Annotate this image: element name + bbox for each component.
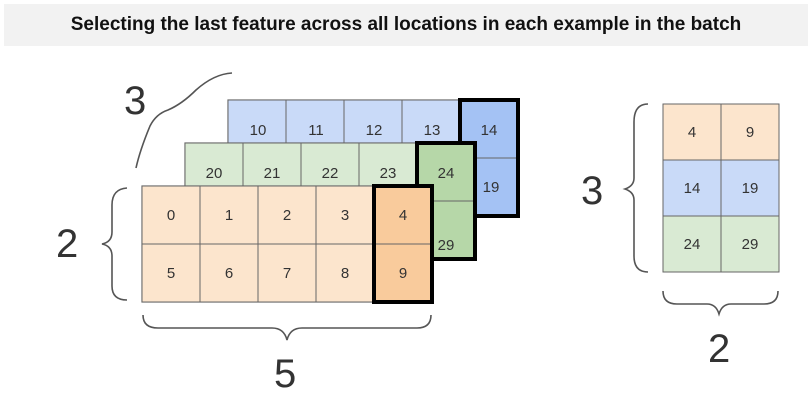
result-cell-value: 24 xyxy=(684,236,701,253)
tensor-cell-value: 24 xyxy=(438,165,455,182)
tensor-cell-value: 5 xyxy=(167,265,175,282)
tensor-cell-value: 3 xyxy=(341,207,349,224)
tensor-cell-value: 23 xyxy=(380,165,397,182)
result-rows-brace xyxy=(622,103,649,273)
tensor-cell-value: 22 xyxy=(322,165,339,182)
result-rows-label: 3 xyxy=(581,169,603,213)
result-cell-value: 29 xyxy=(742,236,759,253)
rows-label: 2 xyxy=(56,222,78,266)
tensor-cell-value: 11 xyxy=(308,122,324,139)
result-matrix: 4 9 14 19 24 29 xyxy=(662,103,780,273)
result-cell xyxy=(720,215,780,273)
tensor-cell-value: 7 xyxy=(283,265,291,282)
result-cell xyxy=(720,103,780,161)
tensor-layer-orange: 0 1 2 3 4 5 6 7 8 9 xyxy=(141,184,434,304)
tensor-cell-value: 29 xyxy=(438,237,455,254)
tensor-cell-value: 13 xyxy=(424,122,441,139)
tensor-cell-value: 9 xyxy=(399,265,407,282)
tensor-cell-value: 0 xyxy=(167,207,175,224)
depth-label: 3 xyxy=(124,79,146,123)
tensor-cell-value: 6 xyxy=(225,265,233,282)
cols-brace xyxy=(142,314,432,341)
tensor-cell-value: 21 xyxy=(264,165,281,182)
tensor-cell-value: 12 xyxy=(366,122,383,139)
tensor-cell xyxy=(257,243,317,303)
tensor-cell-value: 1 xyxy=(225,207,233,224)
result-cols-brace xyxy=(662,290,779,317)
result-cols-label: 2 xyxy=(708,327,730,371)
tensor-cell-value: 4 xyxy=(399,207,407,224)
tensor-cell-value: 20 xyxy=(206,165,223,182)
result-cell-value: 19 xyxy=(742,180,759,197)
tensor-cell-value: 14 xyxy=(481,122,498,139)
result-cell-value: 14 xyxy=(684,180,701,197)
tensor-cell-value: 19 xyxy=(483,179,500,196)
result-cell-value: 9 xyxy=(746,124,754,141)
result-cell xyxy=(662,215,722,273)
depth-brace xyxy=(135,72,233,169)
tensor-cell xyxy=(257,185,317,245)
title-bar: Selecting the last feature across all lo… xyxy=(4,4,808,46)
diagram-title: Selecting the last feature across all lo… xyxy=(70,14,742,35)
result-cell-value: 4 xyxy=(688,124,696,141)
cols-label: 5 xyxy=(274,352,296,396)
tensor-cell-value: 8 xyxy=(341,265,349,282)
tensor-cell xyxy=(199,185,259,245)
tensor-cell xyxy=(141,185,201,245)
tensor-cell-value: 2 xyxy=(283,207,291,224)
result-cell xyxy=(662,103,722,161)
rows-brace xyxy=(101,187,128,301)
tensor-cell-value: 10 xyxy=(250,122,267,139)
tensor-cell xyxy=(141,243,201,303)
selected-feature-outline xyxy=(372,184,434,304)
